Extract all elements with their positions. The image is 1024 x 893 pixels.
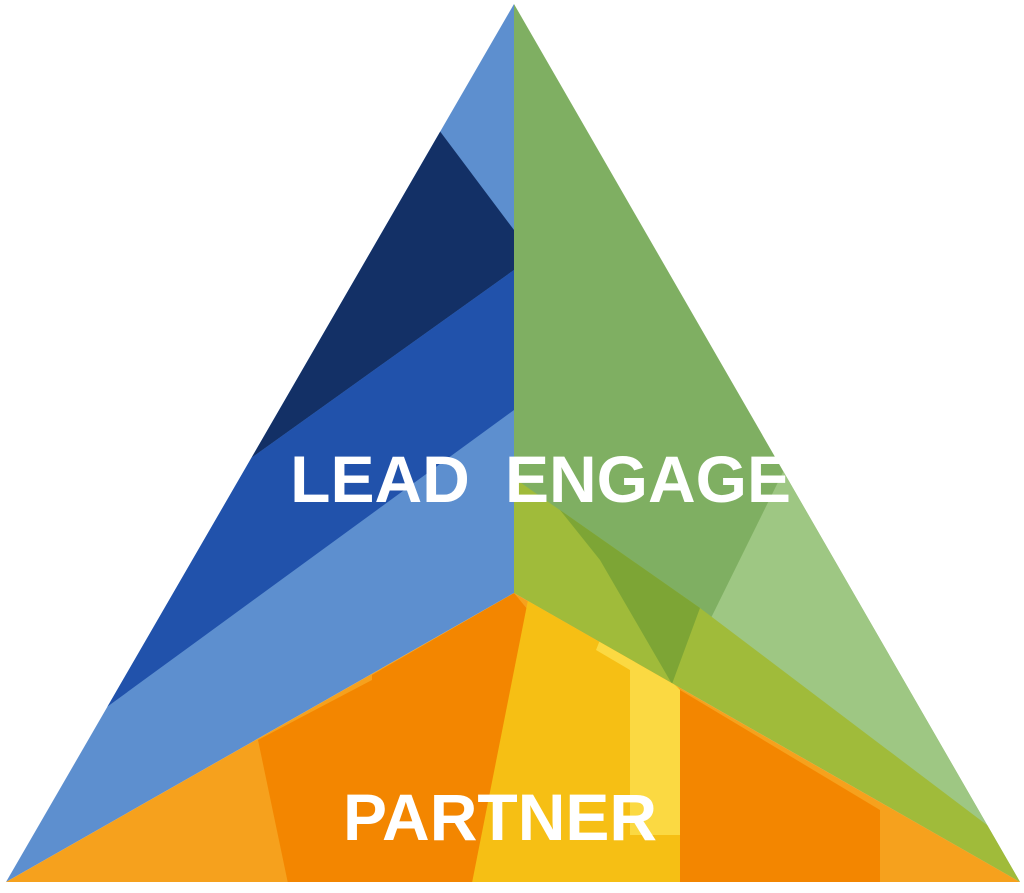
lead-dark-facet	[240, 126, 514, 466]
partner-orange-facet-1	[258, 680, 372, 882]
lead-mid-facet	[100, 270, 514, 712]
partner-yellow-facet	[470, 600, 680, 882]
engage-light-facet	[710, 466, 1020, 882]
lead-label: LEAD	[290, 442, 470, 516]
engage-label: ENGAGE	[505, 442, 791, 516]
partner-label: PARTNER	[343, 780, 657, 854]
engage-deep-facet	[560, 510, 700, 684]
partner-pale-facet	[596, 640, 680, 835]
partner-deep-facet-3	[680, 835, 880, 882]
